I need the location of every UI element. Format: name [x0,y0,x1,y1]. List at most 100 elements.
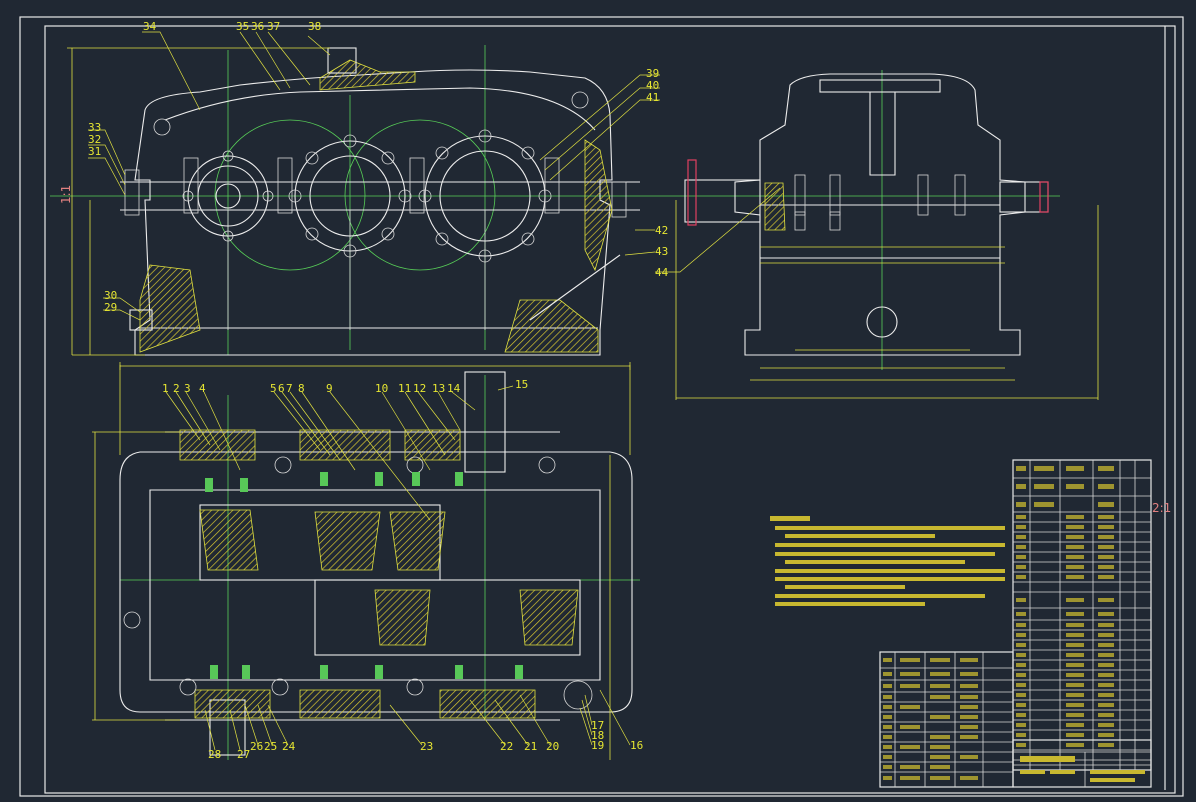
balloon-12: 12 [413,382,426,395]
drawing-number [1090,778,1135,782]
balloon-33: 33 [88,121,101,134]
plan-housing-inner [149,489,601,681]
balloon-14: 14 [447,382,461,395]
balloon-13: 13 [432,382,445,395]
balloon-4: 4 [199,382,206,395]
technical-requirements-block [770,516,1005,606]
gear-section-3 [374,589,431,646]
intermediate-bearing-bore [309,155,391,237]
balloon-29: 29 [104,301,117,314]
balloon-30: 30 [104,289,117,302]
plan-view-dimensions [92,365,631,760]
balloon-24: 24 [282,740,296,753]
balloon-17: 17 [591,719,604,732]
balloon-10: 10 [375,382,388,395]
balloon-34: 34 [143,20,157,33]
intermediate-bearing-boss [294,140,406,252]
front-view-dimensions [67,47,631,370]
institution-name [1090,770,1145,774]
plan-view [92,365,640,760]
balloon-23: 23 [420,740,433,753]
balloon-7: 7 [286,382,293,395]
bearing-markers [205,472,523,679]
balloon-41: 41 [646,91,659,104]
inspection-window [819,79,941,93]
parts-list-right-rows [1013,460,1151,770]
bearing-cap-section-4 [194,689,271,719]
input-shaft-section [215,183,241,209]
bearing-cap-section-6 [439,689,536,719]
title-block [1012,739,1152,788]
balloon-11: 11 [398,382,411,395]
plan-housing-outline [119,451,633,713]
gear-section-4 [519,589,579,646]
balloon-3: 3 [184,382,191,395]
drawing-title [1020,756,1075,762]
balloon-1: 1 [162,382,169,395]
balloon-6: 6 [278,382,285,395]
highlight-mark-left [687,159,697,226]
housing-cover-inner-outline [164,87,596,131]
input-bearing-boss [187,155,269,237]
lifting-lug-hole-right [571,91,589,109]
side-view-dimensions [675,200,1099,400]
oil-dipstick [529,254,621,321]
balloon-44: 44 [655,266,669,279]
balloon-32: 32 [88,133,101,146]
gear-section-2 [389,511,446,571]
side-housing-outline [734,73,1026,356]
balloon-31: 31 [88,145,101,158]
balloon-28: 28 [208,748,221,761]
balloon-numbers: 34 35 36 37 38 39 40 41 33 32 31 30 29 4… [88,20,669,761]
balloon-19: 19 [591,739,604,752]
balloon-25: 25 [264,740,277,753]
output-bearing-bore [439,150,531,242]
vent-plug [327,47,357,74]
pitch-circle-input [214,119,366,271]
input-shaft-extension [684,179,761,223]
bearing-cap-section-1 [179,429,256,461]
balloon-42: 42 [655,224,668,237]
side-center-rib [869,92,896,176]
balloon-18: 18 [591,729,604,742]
balloon-36: 36 [251,20,264,33]
plan-output-shaft [464,371,506,473]
front-view [50,45,660,370]
lifting-lug-hole-left [153,118,171,136]
parts-list-left-cell-text [883,658,978,780]
pinion-section-1 [199,509,259,571]
balloon-9: 9 [326,382,333,395]
designer-label [1020,770,1045,774]
balloon-37: 37 [267,20,280,33]
bearing-cap-section-3 [404,429,461,461]
date-field [1050,770,1075,774]
balloon-5: 5 [270,382,277,395]
balloon-43: 43 [655,245,668,258]
side-view [660,70,1099,400]
parts-list-right [1012,459,1152,771]
bearing-cap-section-5 [299,689,381,719]
parts-list-left-border [879,651,1014,788]
drain-plug [129,309,153,331]
balloon-2: 2 [173,382,180,395]
flange-bolts [124,157,627,218]
side-section-left [764,182,786,231]
housing-section-right [504,299,599,353]
title-block-border [1012,739,1152,788]
balloon-27: 27 [237,748,250,761]
inspection-cover-section [319,59,416,91]
outer-frame [19,16,1184,797]
highlight-mark-right [1039,181,1049,213]
housing-section-left [139,264,201,353]
drain-hole [866,306,898,338]
pitch-circle-intermediate [344,119,496,271]
output-shaft-extension [999,181,1049,213]
inner-frame [44,25,1176,794]
balloon-16: 16 [630,739,643,752]
parts-list-left [879,651,1014,788]
parts-list-right-cell-text [1016,466,1114,747]
balloon-leaders [88,31,781,751]
balloon-15: 15 [515,378,528,391]
